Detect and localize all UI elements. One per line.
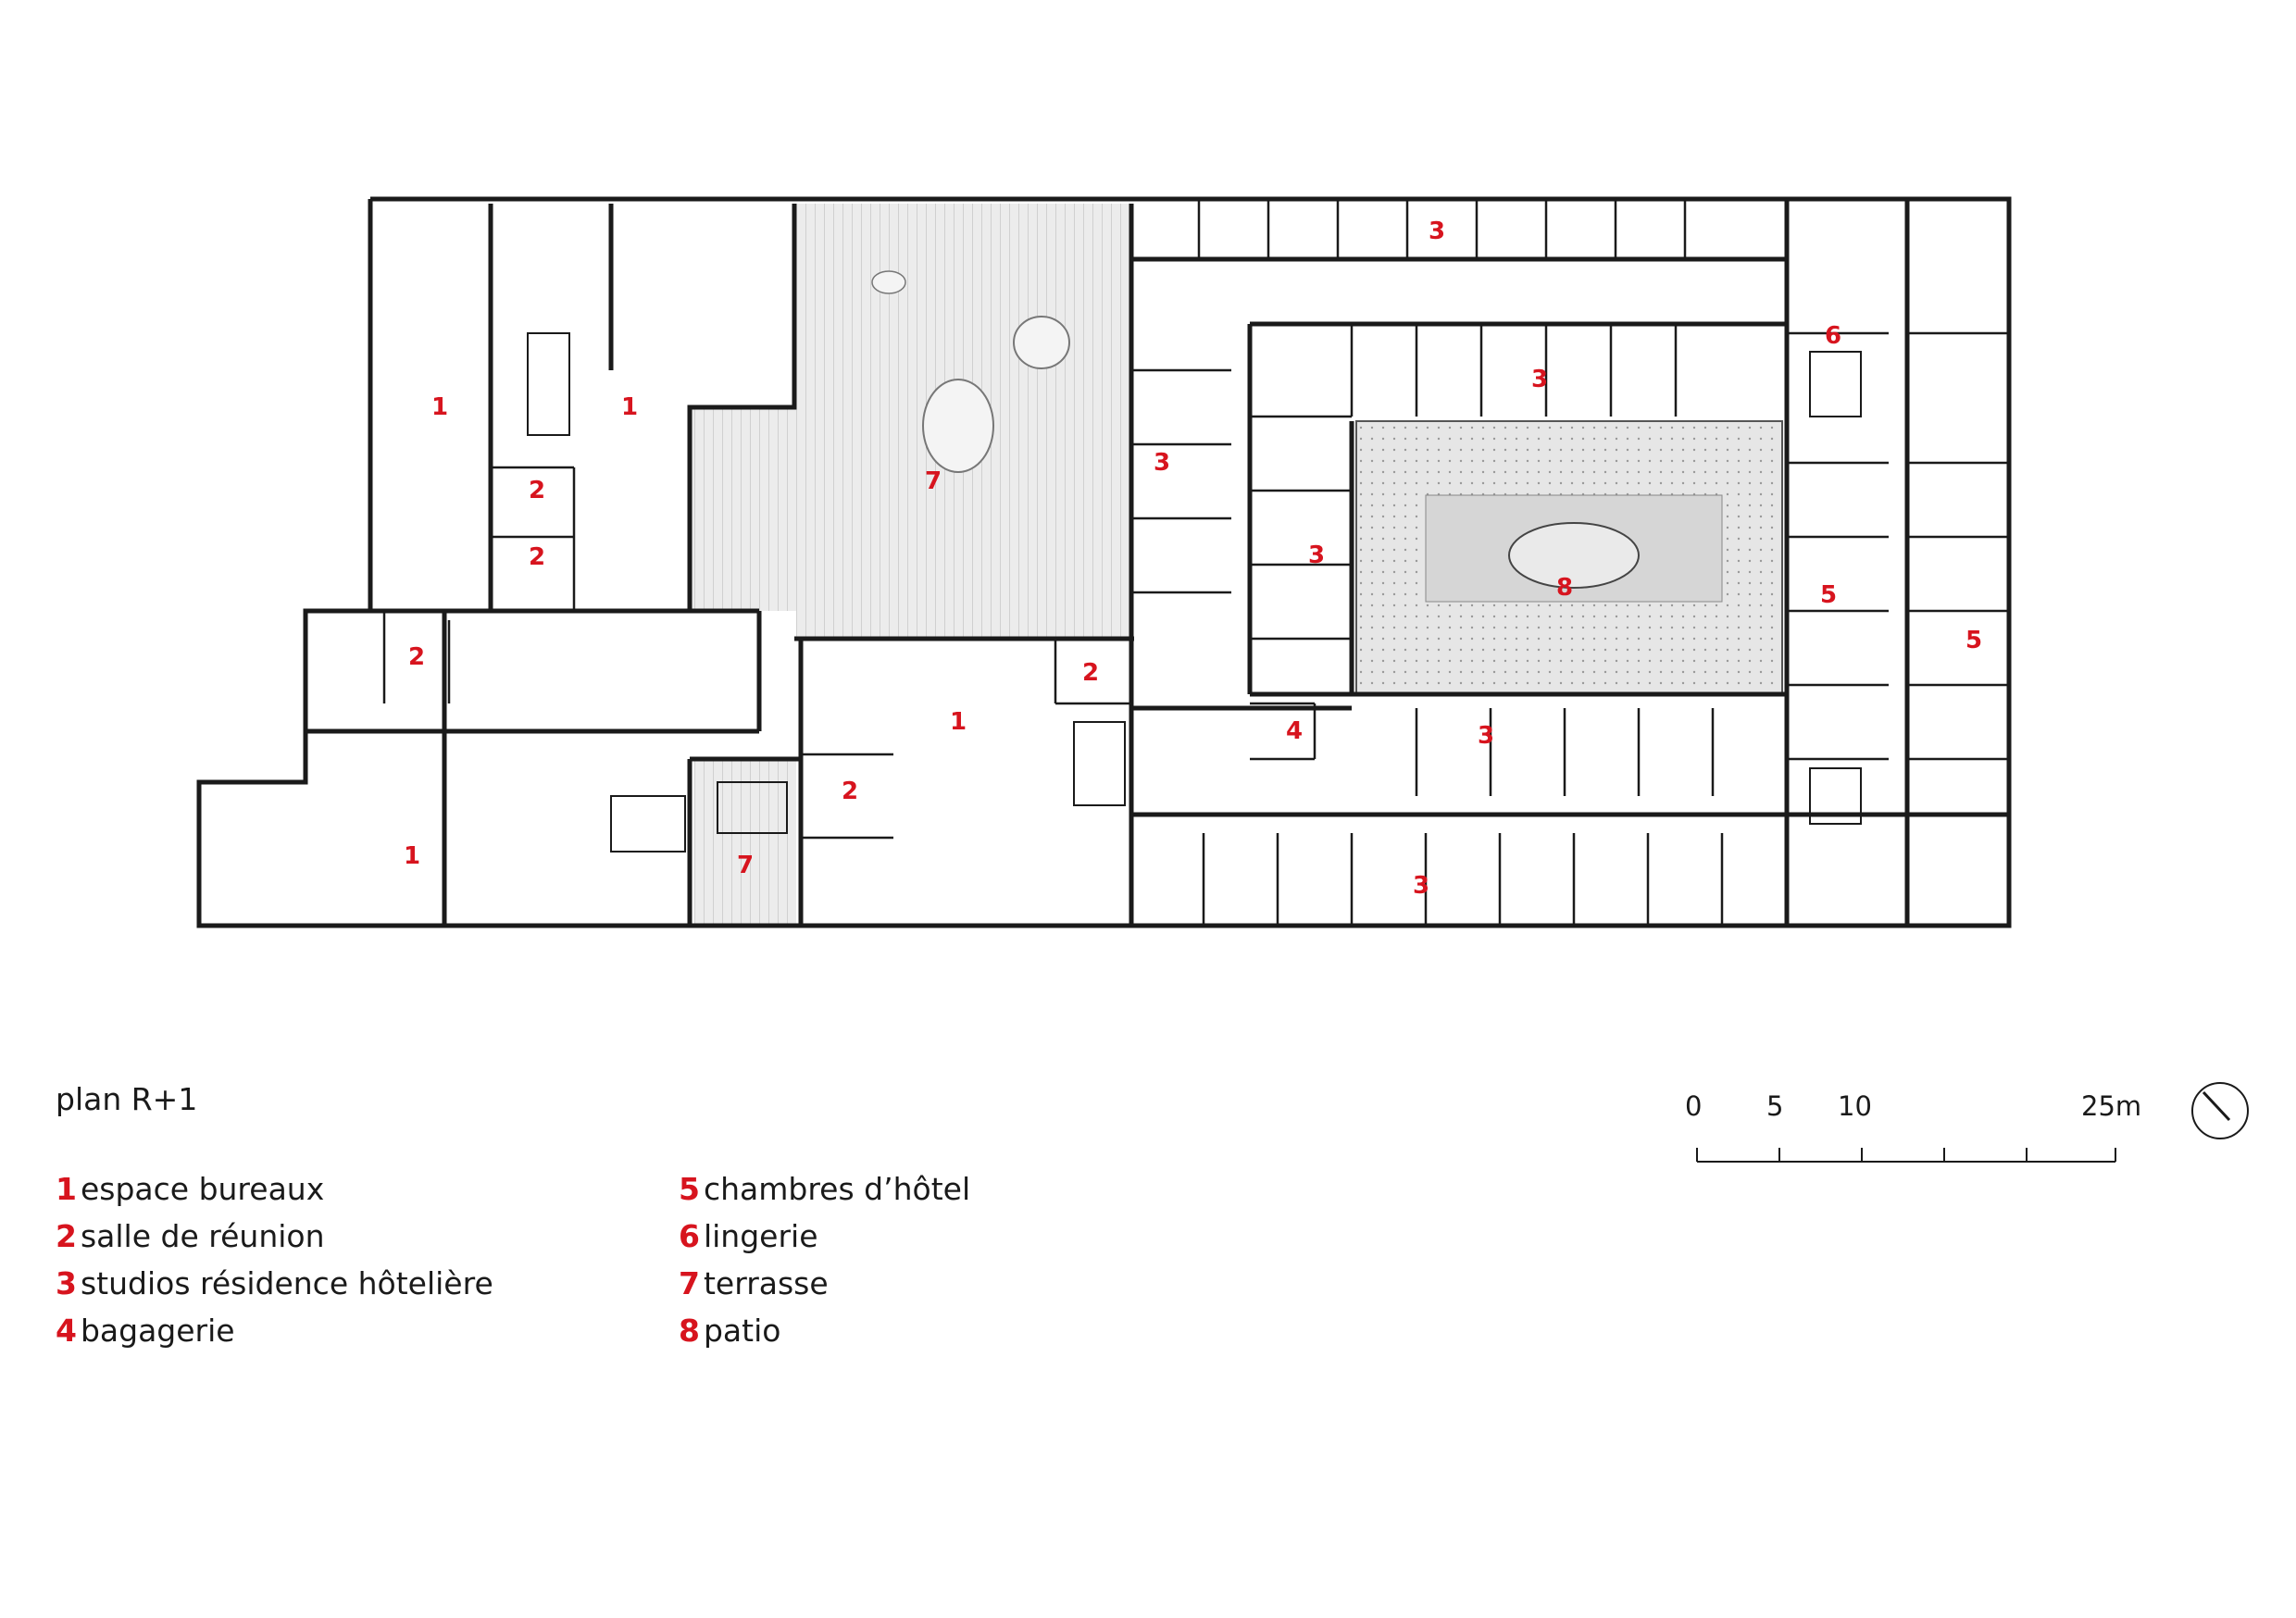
room-number-1: 1	[621, 393, 639, 421]
room-number-6: 6	[1825, 322, 1842, 350]
patio-planter	[1508, 522, 1640, 589]
room-number-7: 7	[925, 467, 942, 495]
terrace-small	[694, 759, 796, 926]
legend-text: chambres d’hôtel	[703, 1171, 971, 1207]
north-arrow-icon	[2191, 1082, 2249, 1139]
partitions	[382, 199, 2009, 926]
room-number-2: 2	[1082, 659, 1100, 687]
room-number-1: 1	[404, 842, 421, 870]
legend-text: salle de réunion	[80, 1218, 325, 1254]
room-number-3: 3	[1308, 541, 1326, 569]
legend-number: 2	[56, 1218, 77, 1254]
terrace-planter-a	[922, 379, 994, 473]
scale-label-5: 5	[1766, 1090, 1784, 1122]
room-number-2: 2	[529, 543, 546, 571]
room-number-2: 2	[529, 477, 546, 504]
legend-text: lingerie	[703, 1218, 818, 1254]
room-number-5: 5	[1965, 627, 1983, 654]
legend-number: 4	[56, 1313, 77, 1349]
room-number-3: 3	[1478, 722, 1495, 750]
plan-title: plan R+1	[56, 1081, 198, 1117]
walls	[196, 196, 2012, 928]
legend-text: bagagerie	[80, 1313, 235, 1349]
scale-label-0: 0	[1685, 1090, 1703, 1122]
room-number-7: 7	[737, 852, 755, 879]
legend-number: 5	[679, 1171, 700, 1207]
room-number-8: 8	[1556, 574, 1574, 602]
room-number-2: 2	[408, 643, 426, 671]
stairs	[527, 332, 1862, 853]
scale-label-25m: 25m	[2081, 1090, 2142, 1122]
terrace-planter-b	[1013, 316, 1070, 369]
room-number-3: 3	[1413, 872, 1430, 900]
terrace-strip	[690, 407, 801, 611]
room-number-1: 1	[950, 708, 967, 736]
legend-number: 8	[679, 1313, 700, 1349]
legend-text: espace bureaux	[80, 1171, 325, 1207]
room-number-3: 3	[1154, 449, 1171, 477]
scale-label-10: 10	[1838, 1090, 1872, 1122]
legend-text: terrasse	[703, 1265, 829, 1301]
legend-number: 7	[679, 1265, 700, 1301]
room-number-2: 2	[842, 778, 859, 805]
room-number-4: 4	[1286, 717, 1304, 745]
legend-number: 3	[56, 1265, 77, 1301]
legend-number: 6	[679, 1218, 700, 1254]
room-number-3: 3	[1531, 366, 1549, 393]
terrace-planter-c	[871, 270, 906, 294]
legend-text: studios résidence hôtelière	[80, 1265, 493, 1301]
room-number-1: 1	[431, 393, 449, 421]
room-number-3: 3	[1429, 218, 1446, 245]
legend-number: 1	[56, 1171, 77, 1207]
scale-bar	[1696, 1148, 2116, 1163]
room-number-5: 5	[1820, 581, 1838, 609]
legend-text: patio	[703, 1313, 781, 1349]
